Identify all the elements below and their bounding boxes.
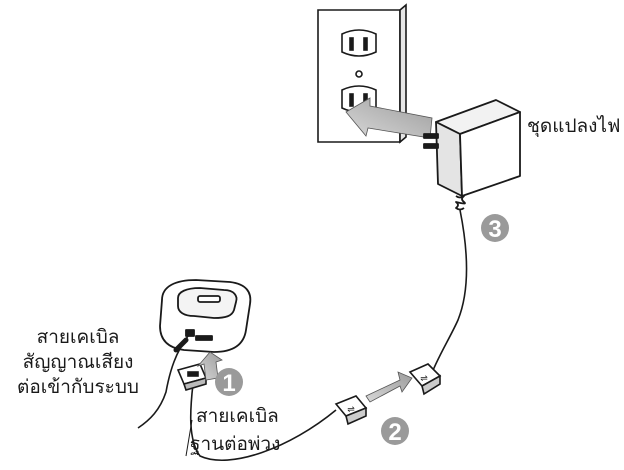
svg-text:⇌: ⇌ xyxy=(347,405,355,415)
step-1-number: 1 xyxy=(222,370,235,397)
audio-cable-label-line3: ต่อเข้ากับระบบ xyxy=(17,376,139,398)
arrow-icon xyxy=(345,97,433,139)
step-3-number: 3 xyxy=(488,216,501,243)
power-adapter-icon xyxy=(423,99,521,211)
audio-cable-label-line2: สัญญาณเสียง xyxy=(22,351,134,373)
audio-plug-icon xyxy=(173,337,189,353)
step-2-number: 2 xyxy=(388,419,401,446)
dock-cable-label-line2: ฐานต่อพ่วง xyxy=(190,433,281,455)
step-1-arrow-icon xyxy=(196,351,223,381)
dock-cable-leader xyxy=(185,419,193,457)
step-2-badge: 2 xyxy=(381,417,409,446)
dock-cable xyxy=(189,383,337,461)
audio-cable-label-line1: สายเคเบิล xyxy=(36,326,120,348)
usb-plug-icon: ⇌ xyxy=(334,395,368,426)
usb-connector-icon: ⇌ xyxy=(408,363,442,396)
dock-connector-icon xyxy=(176,363,208,391)
dock-icon xyxy=(159,279,252,353)
svg-text:⇌: ⇌ xyxy=(420,374,428,384)
adapter-cable xyxy=(429,209,468,379)
dock-cable-label-line1: สายเคเบิล xyxy=(196,405,279,427)
power-adapter-label: ชุดแปลงไฟ xyxy=(527,115,621,137)
audio-cable xyxy=(137,335,189,429)
step-1-badge: 1 xyxy=(215,368,243,397)
step-3-badge: 3 xyxy=(481,214,509,243)
step-2-arrow-icon xyxy=(365,371,413,403)
